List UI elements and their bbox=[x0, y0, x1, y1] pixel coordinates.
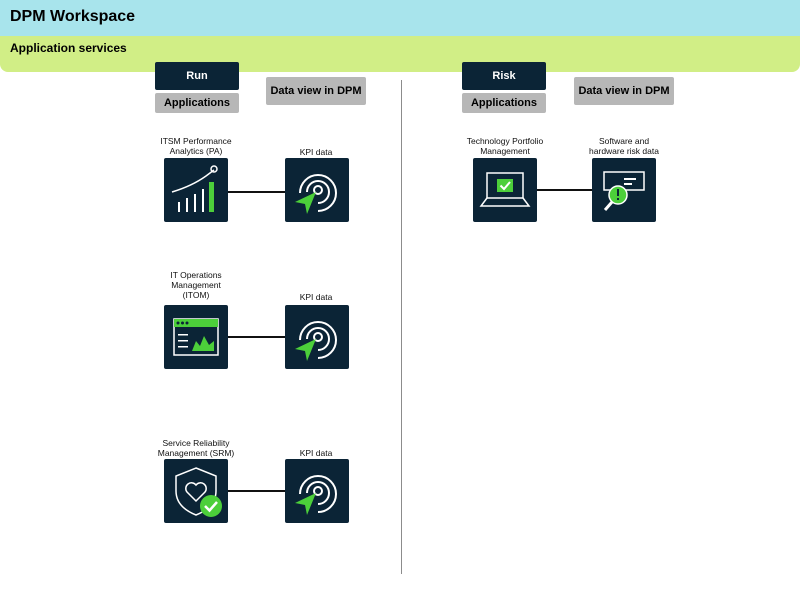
workspace-header: DPM Workspace bbox=[0, 0, 800, 36]
connector-row-1 bbox=[228, 191, 285, 193]
page-title: DPM Workspace bbox=[10, 8, 136, 25]
data-caption-kpi-1: KPI data bbox=[299, 147, 333, 157]
run-data-view-label: Data view in DPM bbox=[266, 77, 366, 105]
radar-target-icon bbox=[285, 305, 349, 369]
performance-chart-icon bbox=[164, 158, 228, 222]
radar-target-icon bbox=[285, 158, 349, 222]
connector-risk-row bbox=[537, 189, 592, 191]
risk-applications-label: Applications bbox=[462, 93, 546, 113]
data-caption-kpi-2: KPI data bbox=[299, 292, 333, 302]
data-caption-risk: Software and hardware risk data bbox=[589, 136, 659, 156]
dashboard-window-icon bbox=[164, 305, 228, 369]
risk-data-view-label: Data view in DPM bbox=[574, 77, 674, 105]
laptop-check-icon bbox=[473, 158, 537, 222]
shield-heart-icon bbox=[164, 459, 228, 523]
app-caption-itom: IT Operations Management (ITOM) bbox=[170, 270, 222, 300]
app-caption-tpm: Technology Portfolio Management bbox=[466, 136, 544, 156]
run-applications-label: Applications bbox=[155, 93, 239, 113]
services-band: Application services bbox=[0, 36, 800, 72]
data-caption-kpi-3: KPI data bbox=[299, 448, 333, 458]
connector-row-2 bbox=[228, 336, 285, 338]
band-title: Application services bbox=[10, 41, 127, 55]
connector-row-3 bbox=[228, 490, 285, 492]
risk-magnifier-icon bbox=[592, 158, 656, 222]
risk-title: Risk bbox=[462, 62, 546, 90]
app-caption-pa: ITSM Performance Analytics (PA) bbox=[160, 136, 232, 156]
column-divider bbox=[401, 80, 402, 574]
app-caption-srm: Service Reliability Management (SRM) bbox=[157, 438, 235, 458]
radar-target-icon bbox=[285, 459, 349, 523]
run-title: Run bbox=[155, 62, 239, 90]
